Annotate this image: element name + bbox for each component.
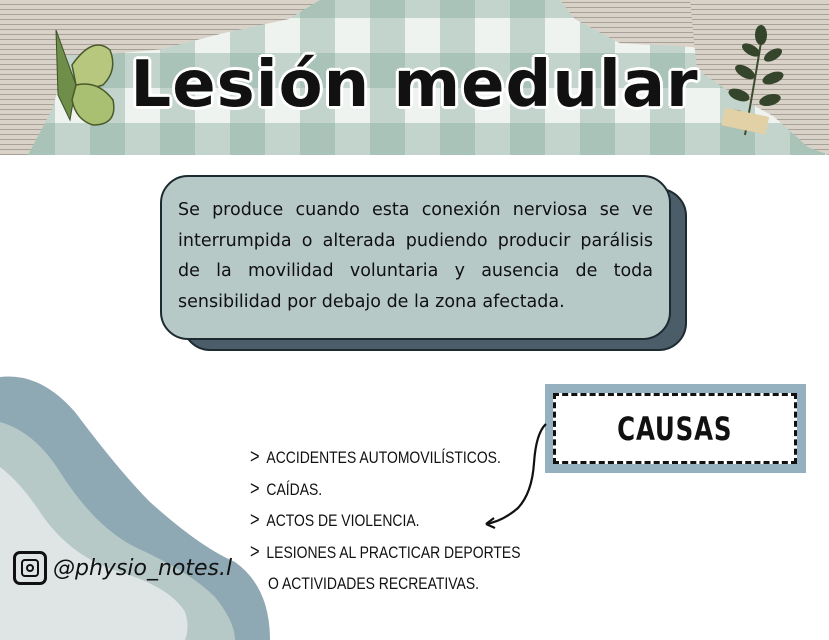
instagram-icon: [13, 551, 47, 585]
leaf-branch-icon: [721, 25, 784, 136]
butterfly-icon: [55, 29, 115, 126]
list-item: >Accidentes automovilísticos.: [250, 446, 501, 468]
causas-heading: CAUSAS: [617, 409, 733, 448]
causas-list: >Accidentes automovilísticos. >Caídas. >…: [250, 442, 580, 600]
curved-arrow-icon: [485, 423, 547, 530]
causas-label-box: CAUSAS: [553, 393, 797, 464]
description-text: Se produce cuando esta conexión nerviosa…: [178, 200, 653, 312]
list-item: >Actos de violencia.: [250, 509, 420, 531]
header-banner: Lesión medular: [0, 0, 829, 155]
page-title: Lesión medular: [130, 48, 699, 122]
social-handle: @physio_notes.l: [13, 551, 232, 585]
description-card: Se produce cuando esta conexión nerviosa…: [160, 175, 671, 340]
newspaper-scrap: [560, 0, 710, 48]
decorative-waves: [0, 376, 270, 640]
list-item: >Lesiones al practicar deportes: [250, 540, 521, 563]
list-item: >Caídas.: [250, 477, 323, 500]
list-item-continuation: o actividades recreativas.: [268, 574, 479, 593]
instagram-handle: @physio_notes.l: [53, 555, 233, 581]
